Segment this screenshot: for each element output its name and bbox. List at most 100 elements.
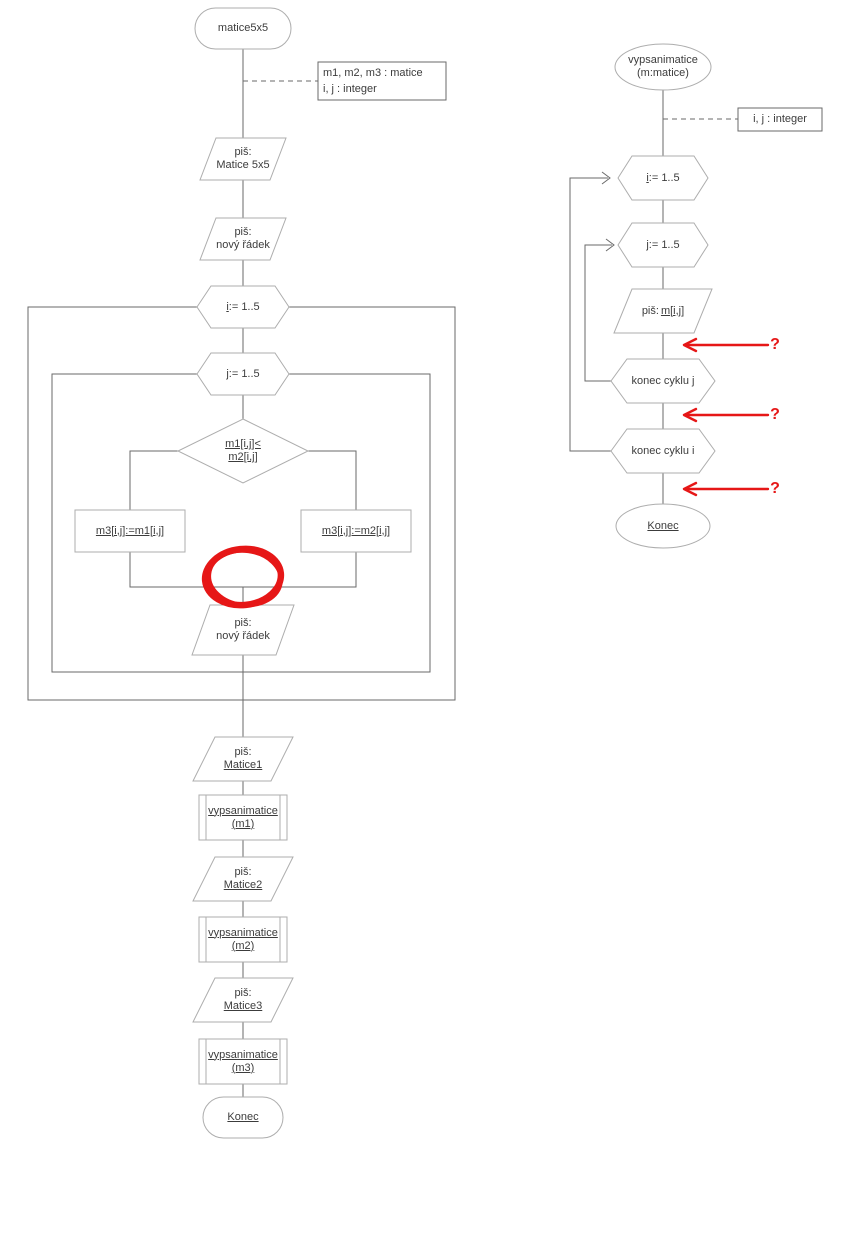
left-assign-then-label: m3[i,j]:=m1[i,j] [75, 510, 185, 552]
left-call-m2-label: vypsanimatice (m2) [199, 917, 287, 962]
left-assign-then-text: m3[i,j]:=m1[i,j] [95, 524, 165, 537]
left-loop-i-var: i [226, 300, 229, 313]
question-mark-2: ? [770, 406, 780, 423]
right-end-loop-i-shape [610, 428, 716, 474]
left-call-m3-line1: vypsanimatice [208, 1048, 278, 1061]
left-print-matice1-line2: Matice1 [223, 759, 263, 771]
right-print-item-text: piš:m[i,j] [642, 305, 684, 318]
left-decision-shape [176, 418, 310, 484]
right-loop-j-var: j [646, 238, 649, 251]
right-loop-j-rest: := 1..5 [648, 238, 680, 251]
right-end-terminal-label: Konec [616, 504, 710, 548]
left-print-matice2-label: piš: Matice2 [193, 857, 293, 901]
left-print-newline-bottom-label: piš: nový řádek [192, 605, 294, 655]
left-print-newline-top-line2: nový řádek [216, 239, 270, 251]
left-declaration-box-shape [317, 61, 447, 101]
left-loop-j-label: j:= 1..5 [197, 353, 289, 395]
right-loop-j-label: j:= 1..5 [618, 223, 708, 267]
left-end-terminal-shape [202, 1096, 284, 1139]
left-end-text: Konec [227, 1111, 259, 1123]
right-loop-i-rest: := 1..5 [648, 171, 680, 184]
left-loop-i-text: i:= 1..5 [226, 301, 259, 314]
left-call-m1-shape [198, 794, 288, 841]
left-call-m1-bars [205, 795, 281, 840]
left-print-matice2-line2: Matice2 [223, 879, 263, 891]
left-loop-i-shape [196, 285, 290, 329]
left-loop-j-text: j:= 1..5 [226, 368, 259, 381]
right-start-terminal-shape [614, 43, 712, 91]
left-call-m3-line2: (m3) [231, 1061, 255, 1074]
right-end-loop-j-shape [610, 358, 716, 404]
red-circle-annotation-inner [207, 548, 283, 608]
left-print-newline-top-line1: piš: [234, 226, 252, 238]
left-loop-i-boundary [27, 306, 456, 701]
left-call-m1-line2: (m1) [231, 817, 255, 830]
left-assign-else-text: m3[i,j]:=m2[i,j] [321, 524, 391, 537]
left-print-matice1-label: piš: Matice1 [193, 737, 293, 781]
left-loop-i-label: i:= 1..5 [197, 286, 289, 328]
left-print-newline-top-label: piš: nový řádek [200, 218, 286, 260]
right-start-line1: vypsanimatice [628, 54, 698, 66]
left-assign-else-shape [300, 509, 412, 553]
left-decision-label: m1[i,j]< m2[i,j] [178, 419, 308, 483]
right-end-loop-i-label: konec cyklu i [631, 444, 695, 457]
right-end-loop-j-label: konec cyklu j [631, 374, 695, 387]
left-print-matice2-shape [192, 856, 294, 902]
left-declaration-line1: m1, m2, m3 : matice [323, 67, 423, 79]
right-print-item-label: piš:m[i,j] [614, 289, 712, 333]
left-start-terminal-label: matice5x5 [217, 22, 269, 34]
left-print-header-line1: piš: [234, 146, 252, 158]
right-print-item-value: m[i,j] [660, 304, 685, 317]
right-loop-j-shape [617, 222, 709, 268]
left-print-newline-top-shape [199, 217, 287, 261]
red-arrow-1-head-icon [682, 337, 698, 353]
left-print-matice3-line1: piš: [234, 987, 252, 999]
left-call-m2-bars [205, 917, 281, 962]
left-print-matice1-shape [192, 736, 294, 782]
left-print-header-shape [199, 137, 287, 181]
left-branch-false [308, 450, 357, 510]
red-arrow-3-head-icon [682, 481, 698, 497]
right-loop-i-var: i [646, 171, 649, 184]
right-loopback-i [569, 177, 611, 452]
left-branch-true [129, 450, 178, 510]
left-print-matice3-label: piš: Matice3 [193, 978, 293, 1022]
left-call-m2-line1: vypsanimatice [208, 926, 278, 939]
right-loop-i-shape [617, 155, 709, 201]
left-decision-line2: m2[i,j] [228, 451, 258, 463]
right-start-line2: (m:matice) [637, 67, 689, 79]
left-loop-j-var: j [226, 367, 229, 380]
question-mark-1: ? [770, 336, 780, 353]
right-loop-i-label: i:= 1..5 [618, 156, 708, 200]
left-loop-j-boundary [51, 373, 431, 673]
left-call-m3-shape [198, 1038, 288, 1085]
left-declaration-label: m1, m2, m3 : matice i, j : integer [318, 62, 446, 100]
left-print-matice3-line2: Matice3 [223, 1000, 263, 1012]
left-call-m1-label: vypsanimatice (m1) [199, 795, 287, 840]
left-print-header-line2: Matice 5x5 [216, 159, 270, 171]
right-print-item-prefix: piš: [641, 304, 659, 317]
right-declaration-label: i, j : integer [753, 113, 807, 125]
right-loop-j-text: j:= 1..5 [646, 239, 679, 252]
left-print-matice3-shape [192, 977, 294, 1023]
left-print-newline-bottom-line1: piš: [234, 617, 252, 629]
right-loopback-j [584, 244, 612, 382]
left-start-terminal-shape [194, 7, 292, 50]
left-print-header-label: piš: Matice 5x5 [200, 138, 286, 180]
left-loop-j-rest: := 1..5 [228, 367, 260, 380]
right-end-terminal-shape [615, 503, 711, 549]
left-call-m2-shape [198, 916, 288, 963]
left-assign-then-shape [74, 509, 186, 553]
right-end-text: Konec [647, 519, 679, 532]
left-loop-j-shape [196, 352, 290, 396]
right-start-terminal-label: vypsanimatice (m:matice) [615, 44, 711, 90]
left-merge-line [129, 552, 357, 588]
question-mark-3: ? [770, 480, 780, 497]
left-end-terminal-label: Konec [203, 1097, 283, 1138]
right-loopback-j-arrowhead-icon [605, 238, 615, 252]
left-call-m1-line1: vypsanimatice [208, 804, 278, 817]
left-call-m2-line2: (m2) [231, 939, 255, 952]
right-declaration-box-shape [737, 107, 823, 132]
